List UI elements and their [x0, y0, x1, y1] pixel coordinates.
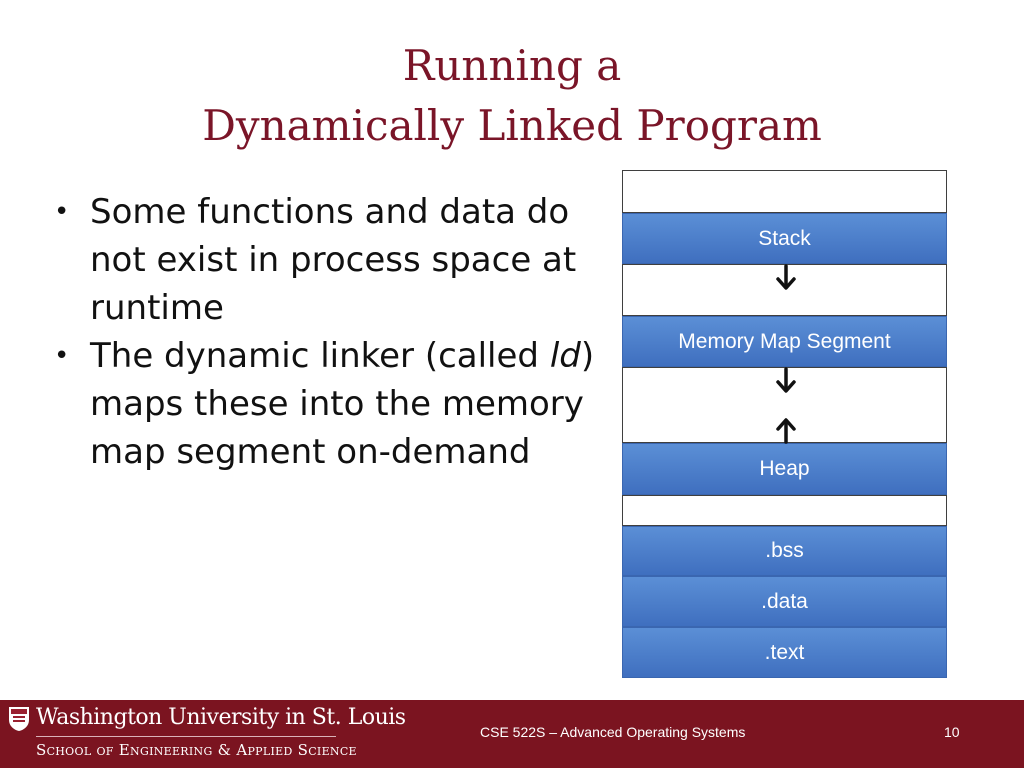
memory-segment-data: .data — [622, 576, 947, 627]
slide-title-line-2: Dynamically Linked Program — [202, 101, 822, 150]
down-arrow-icon — [776, 264, 796, 290]
course-name: CSE 522S – Advanced Operating Systems — [480, 724, 746, 740]
memory-segment-text: .text — [622, 627, 947, 678]
memory-segment-bss: .bss — [622, 526, 947, 576]
slide-title-line-1: Running a — [402, 41, 622, 90]
bullet-icon: • — [54, 341, 70, 371]
bullet-text: The dynamic linker (called — [90, 336, 550, 376]
bullet-list: • Some functions and data do not exist i… — [50, 188, 610, 476]
bullet-italic-text: ld — [549, 336, 581, 376]
memory-segment-stack: Stack — [622, 213, 947, 264]
bullet-text-continued: ) maps these into the memory map segment… — [90, 336, 595, 472]
memory-segment-gap-3 — [622, 495, 947, 526]
bullet-item: • The dynamic linker (called ld) maps th… — [50, 332, 610, 476]
bullet-icon: • — [54, 197, 70, 227]
memory-segment-mmap: Memory Map Segment — [622, 316, 947, 367]
memory-segment-heap: Heap — [622, 443, 947, 495]
logo-divider — [36, 736, 336, 737]
university-logo-text: Washington University in St. Louis — [36, 705, 406, 730]
slide-number: 10 — [944, 724, 960, 740]
bullet-text: Some functions and data do not exist in … — [90, 192, 577, 328]
bullet-item: • Some functions and data do not exist i… — [50, 188, 610, 332]
footer-bar — [0, 700, 1024, 768]
school-logo-text: School of Engineering & Applied Science — [36, 741, 357, 759]
up-arrow-icon — [776, 418, 796, 444]
university-shield-icon — [9, 707, 29, 731]
down-arrow-icon — [776, 367, 796, 393]
memory-segment-unused-top — [622, 170, 947, 213]
